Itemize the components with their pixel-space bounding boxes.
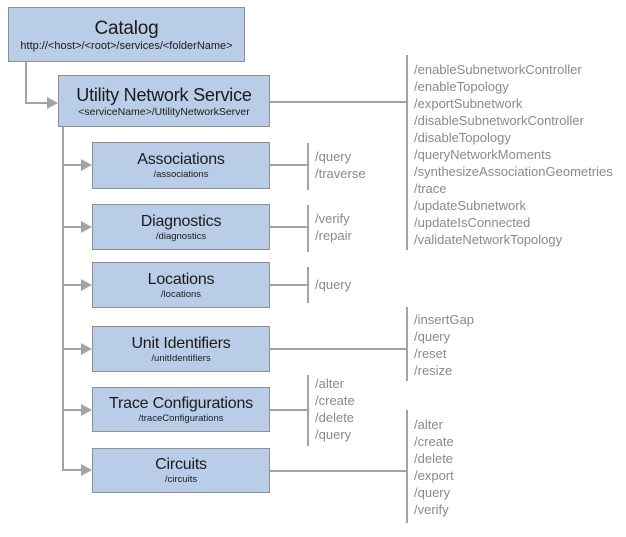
node-utility-network-service: Utility Network Service <serviceName>/Ut… — [58, 75, 270, 127]
node-diagnostics: Diagnostics /diagnostics — [92, 204, 270, 250]
operation-label: /disableSubnetworkController — [414, 113, 584, 128]
circuits-operations-list: /alter /create /delete /export /query /v… — [414, 416, 454, 518]
operation-label: /alter — [414, 417, 443, 432]
operation-label: /create — [315, 393, 355, 408]
operation-label: /exportSubnetwork — [414, 96, 523, 111]
node-trace-configurations: Trace Configurations /traceConfiguration… — [92, 387, 270, 432]
node-service-title: Utility Network Service — [76, 84, 252, 105]
node-catalog-title: Catalog — [94, 17, 159, 39]
operation-label: /resize — [414, 363, 453, 378]
node-circuits-path: /circuits — [164, 474, 198, 485]
connector-circuits-ops — [270, 470, 406, 472]
arrow-into-trace-configurations-icon — [81, 404, 92, 416]
diagnostics-operations-list: /verify /repair — [315, 210, 352, 244]
connector-locations-ops — [270, 284, 307, 286]
operation-label: /query — [414, 485, 451, 500]
branch-locations — [62, 284, 82, 286]
service-operations-list: /enableSubnetworkController /enableTopol… — [414, 61, 613, 248]
branch-unit-identifiers — [62, 348, 82, 350]
locations-operations-list: /query — [315, 276, 351, 293]
node-diagnostics-path: /diagnostics — [155, 230, 207, 242]
operation-label: /delete — [414, 451, 454, 466]
connector-service-trunk — [62, 127, 64, 471]
operation-label: /updateSubnetwork — [414, 198, 527, 213]
node-trace-configurations-title: Trace Configurations — [109, 395, 253, 412]
node-circuits-title: Circuits — [155, 456, 207, 473]
connector-diagnostics-ops — [270, 226, 307, 228]
arrow-into-locations-icon — [81, 279, 92, 291]
unit-identifiers-ops-rule — [406, 307, 408, 381]
operation-label: /verify — [315, 211, 350, 226]
arrow-into-service-icon — [47, 97, 58, 109]
operation-label: /enableTopology — [414, 79, 509, 94]
node-locations-path: /locations — [160, 288, 202, 300]
trace-configurations-ops-rule — [307, 375, 309, 446]
node-locations: Locations /locations — [92, 262, 270, 308]
connector-associations-ops — [270, 164, 307, 166]
operation-label: /delete — [315, 410, 355, 425]
connector-unit-identifiers-ops — [270, 348, 406, 350]
arrow-into-circuits-icon — [81, 464, 92, 476]
branch-associations — [62, 164, 82, 166]
node-catalog-url: http://<host>/<root>/services/<folderNam… — [20, 39, 233, 52]
operation-label: /reset — [414, 346, 447, 361]
diagnostics-ops-rule — [307, 205, 309, 252]
service-ops-rule — [406, 55, 408, 250]
operation-label: /create — [414, 434, 454, 449]
branch-diagnostics — [62, 226, 82, 228]
operation-label: /trace — [414, 181, 447, 196]
connector-trace-configurations-ops — [270, 409, 307, 411]
locations-ops-rule — [307, 267, 309, 303]
connector-service-ops — [270, 101, 406, 103]
operation-label: /disableTopology — [414, 130, 511, 145]
operation-label: /query — [315, 427, 352, 442]
node-unit-identifiers-path: /unitIdentifiers — [151, 352, 211, 364]
branch-circuits — [62, 469, 82, 471]
arrow-into-diagnostics-icon — [81, 221, 92, 233]
operation-label: /repair — [315, 228, 352, 243]
associations-operations-list: /query /traverse — [315, 148, 366, 182]
circuits-ops-rule — [406, 410, 408, 523]
arrow-into-associations-icon — [81, 159, 92, 171]
operation-label: /updateIsConnected — [414, 215, 531, 230]
unit-identifiers-operations-list: /insertGap /query /reset /resize — [414, 311, 474, 379]
operation-label: /alter — [315, 376, 344, 391]
operation-label: /queryNetworkMoments — [414, 147, 552, 162]
node-diagnostics-title: Diagnostics — [140, 212, 222, 230]
operation-label: /query — [315, 149, 352, 164]
connector-catalog-drop — [25, 62, 27, 104]
operation-label: /synthesizeAssociationGeometries — [414, 164, 613, 179]
operation-label: /verify — [414, 502, 449, 517]
node-catalog: Catalog http://<host>/<root>/services/<f… — [8, 7, 245, 62]
node-unit-identifiers-title: Unit Identifiers — [131, 334, 231, 352]
operation-label: /validateNetworkTopology — [414, 232, 563, 247]
node-associations-title: Associations — [137, 151, 225, 168]
node-trace-configurations-path: /traceConfigurations — [138, 413, 224, 424]
node-associations-path: /associations — [153, 169, 209, 180]
operation-label: /export — [414, 468, 454, 483]
branch-trace-configurations — [62, 409, 82, 411]
operation-label: /query — [414, 329, 451, 344]
operation-label: /query — [315, 277, 352, 292]
node-circuits: Circuits /circuits — [92, 448, 270, 493]
operation-label: /enableSubnetworkController — [414, 62, 582, 77]
operation-label: /insertGap — [414, 312, 474, 327]
node-unit-identifiers: Unit Identifiers /unitIdentifiers — [92, 326, 270, 372]
node-locations-title: Locations — [147, 270, 215, 288]
node-service-path: <serviceName>/UtilityNetworkServer — [78, 105, 250, 118]
trace-configurations-operations-list: /alter /create /delete /query — [315, 375, 355, 443]
operation-label: /traverse — [315, 166, 366, 181]
associations-ops-rule — [307, 143, 309, 190]
connector-catalog-to-service — [25, 102, 48, 104]
arrow-into-unit-identifiers-icon — [81, 343, 92, 355]
node-associations: Associations /associations — [92, 142, 270, 189]
